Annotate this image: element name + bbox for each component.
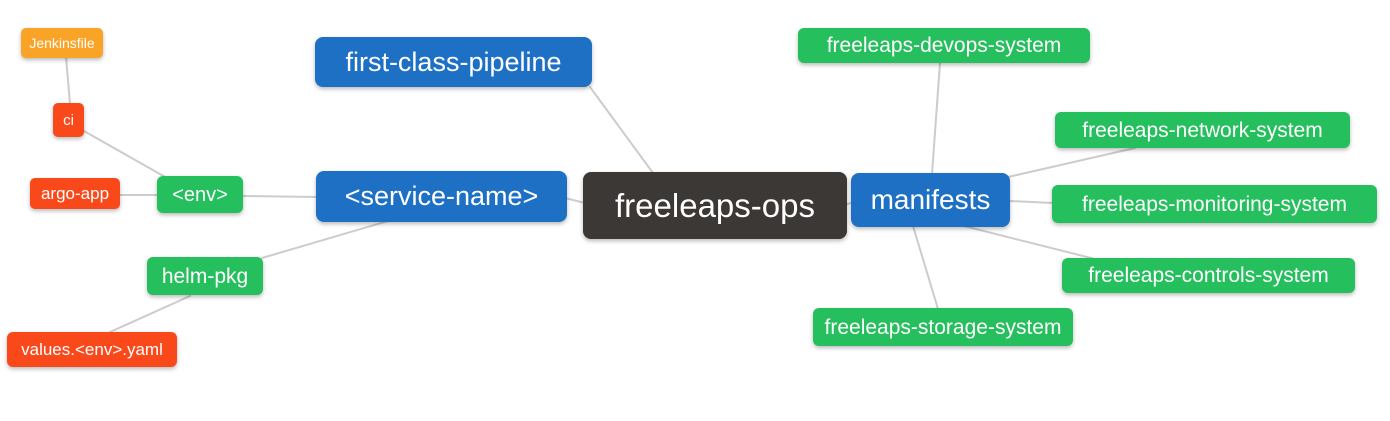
node-env[interactable]: <env> <box>157 176 243 213</box>
edge-ci-to-env <box>83 130 168 179</box>
node-manifests[interactable]: manifests <box>851 173 1010 227</box>
edge-helm-pkg-to-service-name <box>261 220 389 259</box>
node-freeleaps-controls-system[interactable]: freeleaps-controls-system <box>1062 258 1355 293</box>
node-values-env-yaml[interactable]: values.<env>.yaml <box>7 332 177 367</box>
edge-manifests-to-freeleaps-controls-system <box>963 225 1096 260</box>
node-service-name[interactable]: <service-name> <box>316 171 567 222</box>
node-freeleaps-network-system[interactable]: freeleaps-network-system <box>1055 112 1350 148</box>
node-ci[interactable]: ci <box>53 103 84 137</box>
node-freeleaps-devops-system[interactable]: freeleaps-devops-system <box>798 28 1090 63</box>
edge-manifests-to-freeleaps-network-system <box>1007 147 1136 178</box>
edge-values-env-yaml-to-helm-pkg <box>109 295 191 333</box>
edge-manifests-to-freeleaps-devops-system <box>931 62 941 175</box>
edge-manifests-to-freeleaps-storage-system <box>912 225 939 310</box>
node-freeleaps-ops[interactable]: freeleaps-ops <box>583 172 847 239</box>
edge-manifests-to-freeleaps-monitoring-system <box>1009 200 1054 204</box>
edge-first-class-pipeline-to-freeleaps-ops <box>589 86 654 174</box>
node-helm-pkg[interactable]: helm-pkg <box>147 257 263 295</box>
node-jenkinsfile[interactable]: Jenkinsfile <box>21 28 103 58</box>
node-argo-app[interactable]: argo-app <box>30 178 120 209</box>
edge-jenkinsfile-to-ci <box>65 56 71 105</box>
node-first-class-pipeline[interactable]: first-class-pipeline <box>315 37 592 87</box>
edge-env-to-service-name <box>241 195 318 198</box>
node-freeleaps-storage-system[interactable]: freeleaps-storage-system <box>813 308 1073 346</box>
node-freeleaps-monitoring-system[interactable]: freeleaps-monitoring-system <box>1052 185 1377 223</box>
edge-service-name-to-freeleaps-ops <box>564 197 586 204</box>
